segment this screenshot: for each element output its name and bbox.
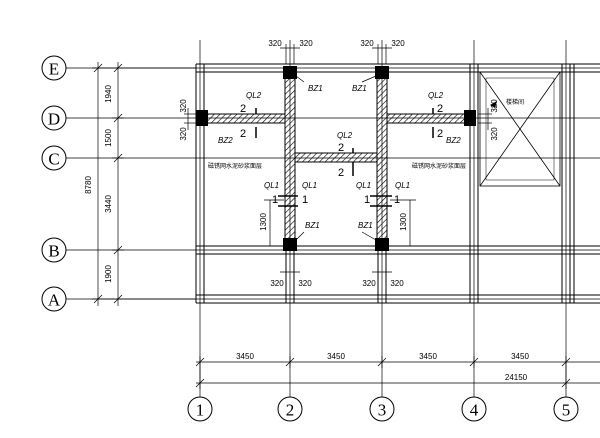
label-ql2-right: QL2 — [428, 91, 444, 100]
dim-left-3440: 3440 — [104, 195, 113, 213]
section-2-mid-top: 2 — [338, 142, 344, 154]
row-axis-bubbles — [41, 55, 67, 312]
dim-left-320-a: 320 — [179, 99, 188, 113]
axis-label-2: 2 — [286, 401, 295, 420]
area-notes: 磁锈网水泥砂浆面层 磁锈网水泥砂浆面层 — [208, 162, 466, 170]
axis-label-A: A — [48, 291, 61, 310]
note-right: 磁锈网水泥砂浆面层 — [412, 162, 466, 170]
dim-1300-left: 1300 — [259, 213, 268, 231]
dim-top-320-c: 320 — [360, 39, 374, 48]
dim-right-320-a: 320 — [490, 99, 499, 113]
dim-left-total: 8780 — [84, 176, 93, 194]
section-2-right-top: 2 — [437, 103, 443, 115]
column-blocks — [196, 66, 476, 251]
beam-col3 — [376, 71, 388, 247]
axis-label-D: D — [48, 110, 60, 129]
dim-lines — [92, 44, 600, 389]
dim-bot-320-c: 320 — [362, 279, 376, 288]
dim-left-1900: 1900 — [104, 265, 113, 283]
dim-bottom-4: 3450 — [511, 352, 529, 361]
axis-lines — [66, 40, 600, 397]
dim-bot-320-b: 320 — [298, 279, 312, 288]
stair-arrow-icon — [490, 101, 497, 108]
section-numbers: 2 2 2 2 2 2 1 1 1 1 — [240, 103, 443, 206]
dim-left-320-b: 320 — [179, 127, 188, 141]
label-bz2-left: BZ2 — [218, 136, 233, 145]
stair-label: 楼梯间 — [506, 98, 524, 106]
stairwell — [479, 71, 561, 187]
dim-top-320-d: 320 — [391, 39, 405, 48]
section-markers — [255, 108, 434, 207]
beam-d-left — [203, 113, 286, 124]
beam-d-right — [386, 113, 471, 124]
label-ql1-1: QL1 — [264, 181, 279, 190]
note-left: 磁锈网水泥砂浆面层 — [208, 162, 262, 170]
section-1-right-a: 1 — [364, 194, 370, 206]
section-2-mid-bot: 2 — [338, 167, 344, 179]
label-bz1-tr: BZ1 — [352, 84, 367, 93]
beam-c-mid — [294, 152, 378, 163]
dim-bottom-1: 3450 — [236, 352, 254, 361]
axis-label-E: E — [49, 60, 59, 79]
dim-left-1500: 1500 — [104, 129, 113, 147]
label-bz1-br: BZ1 — [358, 221, 373, 230]
dim-bot-320-d: 320 — [390, 279, 404, 288]
label-bz1-bl: BZ1 — [305, 221, 320, 230]
section-2-left-bot: 2 — [240, 128, 246, 140]
member-labels: QL2 QL2 QL2 QL1 QL1 QL1 QL1 BZ1 BZ1 BZ1 … — [218, 84, 461, 230]
dim-bot-320-a: 320 — [270, 279, 284, 288]
axis-label-5: 5 — [562, 401, 571, 420]
axis-label-C: C — [48, 150, 59, 169]
section-1-left-a: 1 — [272, 194, 278, 206]
section-1-right-b: 1 — [394, 194, 400, 206]
dim-top-320-b: 320 — [299, 39, 313, 48]
label-ql1-4: QL1 — [395, 181, 410, 190]
label-ql2-mid: QL2 — [337, 131, 353, 140]
section-1-left-b: 1 — [302, 194, 308, 206]
dim-bottom-3: 3450 — [419, 352, 437, 361]
label-bz2-right: BZ2 — [446, 136, 461, 145]
label-ql1-2: QL1 — [302, 181, 317, 190]
slab-outline — [203, 71, 471, 247]
axis-label-4: 4 — [470, 401, 479, 420]
label-bz1-tl: BZ1 — [308, 84, 323, 93]
dim-left-1940: 1940 — [104, 85, 113, 103]
axis-label-B: B — [48, 242, 59, 261]
dimension-texts: 1940 1500 3440 1900 8780 3450 3450 3450 … — [84, 39, 529, 382]
dim-bottom-total: 24150 — [505, 373, 528, 382]
axis-label-3: 3 — [378, 401, 387, 420]
dim-bottom-2: 3450 — [327, 352, 345, 361]
axis-label-1: 1 — [196, 401, 205, 420]
section-2-right-bot: 2 — [437, 128, 443, 140]
dim-top-320-a: 320 — [268, 39, 282, 48]
label-ql1-3: QL1 — [356, 181, 371, 190]
dim-right-320-b: 320 — [490, 127, 499, 141]
dim-1300-right: 1300 — [399, 213, 408, 231]
section-2-left-top: 2 — [240, 103, 246, 115]
label-ql2-left: QL2 — [246, 91, 262, 100]
beam-col2 — [284, 71, 296, 247]
